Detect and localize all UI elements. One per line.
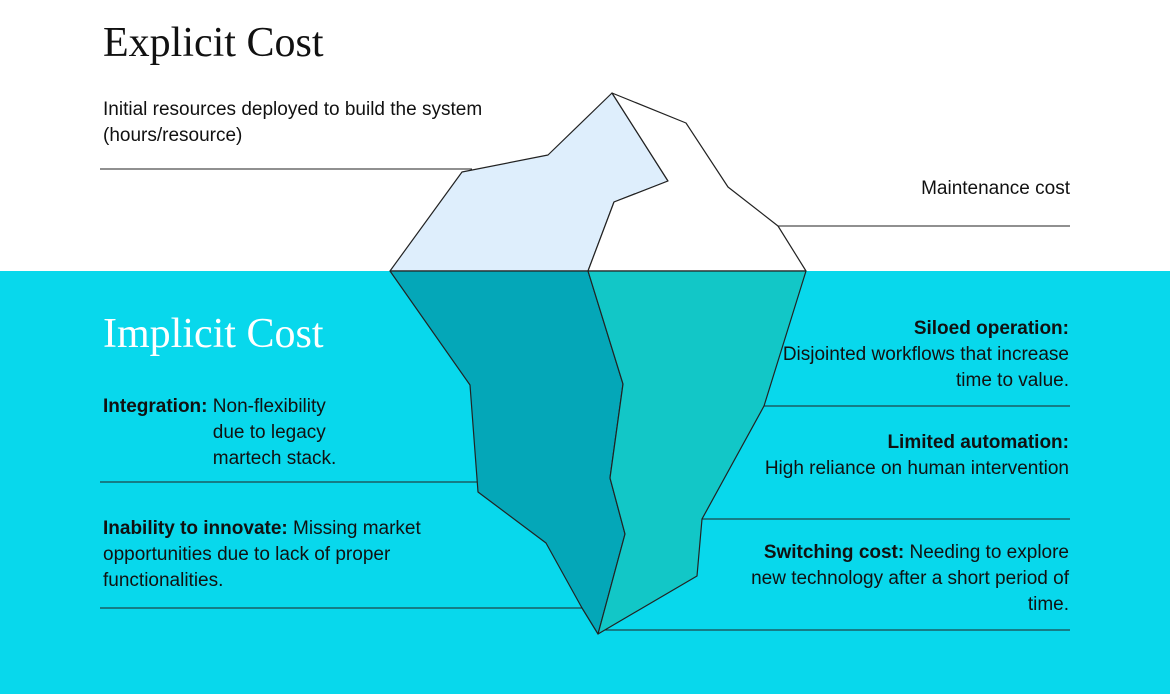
implicit-cost-heading: Implicit Cost: [103, 311, 324, 357]
integration-block: Integration: Non-flexibility due to lega…: [103, 394, 358, 472]
switching-text: Needing to explore new technology after …: [751, 542, 1069, 615]
integration-label: Integration:: [103, 396, 208, 417]
switching-label: Switching cost:: [763, 542, 905, 563]
explicit-cost-heading: Explicit Cost: [103, 20, 324, 66]
maintenance-cost-text: Maintenance cost: [921, 178, 1070, 199]
siloed-block: Siloed operation: Disjointed workflows t…: [749, 316, 1069, 394]
innovate-block: Inability to innovate: Missing market op…: [103, 516, 433, 594]
iceberg-base-right: [587, 270, 807, 635]
automation-text: High reliance on human intervention: [764, 458, 1069, 479]
switching-block: Switching cost: Needing to explore new t…: [739, 540, 1069, 618]
siloed-label: Siloed operation:: [913, 318, 1069, 339]
innovate-label: Inability to innovate:: [103, 518, 288, 539]
siloed-text: Disjointed workflows that increase time …: [782, 344, 1069, 391]
initial-resources-text: Initial resources deployed to build the …: [103, 99, 483, 146]
integration-text: Non-flexibility due to legacy martech st…: [212, 396, 337, 469]
innovate-text: Missing market opportunities due to lack…: [103, 518, 421, 591]
automation-block: Limited automation: High reliance on hum…: [749, 430, 1069, 482]
automation-label: Limited automation:: [887, 432, 1069, 453]
